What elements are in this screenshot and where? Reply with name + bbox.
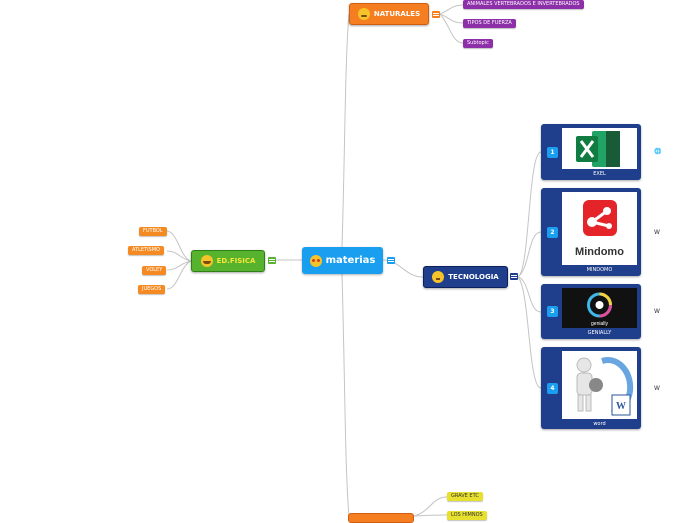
mindomo-logo-text: Mindomo	[575, 246, 624, 258]
word-3d-figure-icon: W	[562, 351, 637, 419]
central-topic[interactable]: materias	[302, 247, 383, 274]
svg-text:W: W	[616, 401, 626, 412]
word-doc-link-icon[interactable]: W	[654, 308, 660, 315]
card-number-badge: 4	[547, 383, 558, 394]
image-card-mindomo[interactable]: 2 Mindomo MINDOMO	[541, 188, 641, 276]
neutral-face-emoji-icon	[357, 8, 370, 20]
card-caption: EXEL	[593, 171, 606, 177]
subtopic-los-himnos[interactable]: LOS HIMNOS	[447, 511, 487, 520]
card-caption: MINDOMO	[586, 267, 613, 273]
notes-icon[interactable]	[268, 257, 276, 264]
branch-ed-fisica-label: ED.FISICA	[216, 257, 256, 265]
branch-ed-fisica[interactable]: ED.FISICA	[191, 250, 265, 272]
subtopic-placeholder[interactable]: Subtopic	[463, 39, 493, 48]
card-number-badge: 1	[547, 147, 558, 158]
subtopic-grave-etc[interactable]: GRAVE ETC	[447, 492, 483, 501]
branch-naturales[interactable]: NATURALES	[349, 3, 429, 25]
subtopic-voley[interactable]: VOLEY	[142, 266, 167, 275]
word-doc-link-icon[interactable]: W	[654, 385, 660, 392]
genially-logo-text: genially	[591, 321, 608, 327]
branch-tecnologia[interactable]: TECNOLOGIA	[423, 266, 508, 288]
image-card-word[interactable]: 4 W word	[541, 347, 641, 429]
central-topic-label: materias	[325, 255, 376, 266]
card-number-badge: 3	[547, 306, 558, 317]
card-caption: word	[593, 421, 606, 427]
star-eyes-emoji-icon	[309, 254, 322, 267]
notes-icon[interactable]	[387, 257, 395, 264]
notes-icon[interactable]	[510, 273, 518, 280]
card-caption: GENIALLY	[587, 330, 612, 336]
grinning-face-emoji-icon	[200, 255, 213, 267]
word-doc-link-icon[interactable]: W	[654, 229, 660, 236]
subtopic-tipos-de-fuerza[interactable]: TIPOS DE FUERZA	[463, 19, 516, 28]
thinking-face-emoji-icon	[432, 271, 445, 283]
branch-tecnologia-label: TECNOLOGIA	[448, 273, 499, 281]
subtopic-animales[interactable]: ANIMALES VERTEBRADOS E INVERTEBRADOS	[463, 0, 584, 9]
image-card-genially[interactable]: 3 genially GENIALLY	[541, 284, 641, 339]
mindomo-logo-icon: Mindomo	[562, 192, 637, 265]
image-card-excel[interactable]: 1 EXEL	[541, 124, 641, 180]
subtopic-juegos[interactable]: JUEGOS	[138, 285, 166, 294]
notes-icon[interactable]	[432, 11, 440, 18]
globe-link-icon[interactable]: 🌐	[654, 148, 662, 155]
subtopic-futbol[interactable]: FUTBOL	[139, 227, 167, 236]
branch-bottom[interactable]	[348, 513, 414, 523]
subtopic-atletismo[interactable]: ATLETISMO	[128, 246, 164, 255]
branch-naturales-label: NATURALES	[373, 10, 421, 18]
card-number-badge: 2	[547, 227, 558, 238]
excel-logo-icon	[562, 128, 637, 169]
genially-logo-icon: genially	[562, 288, 637, 328]
